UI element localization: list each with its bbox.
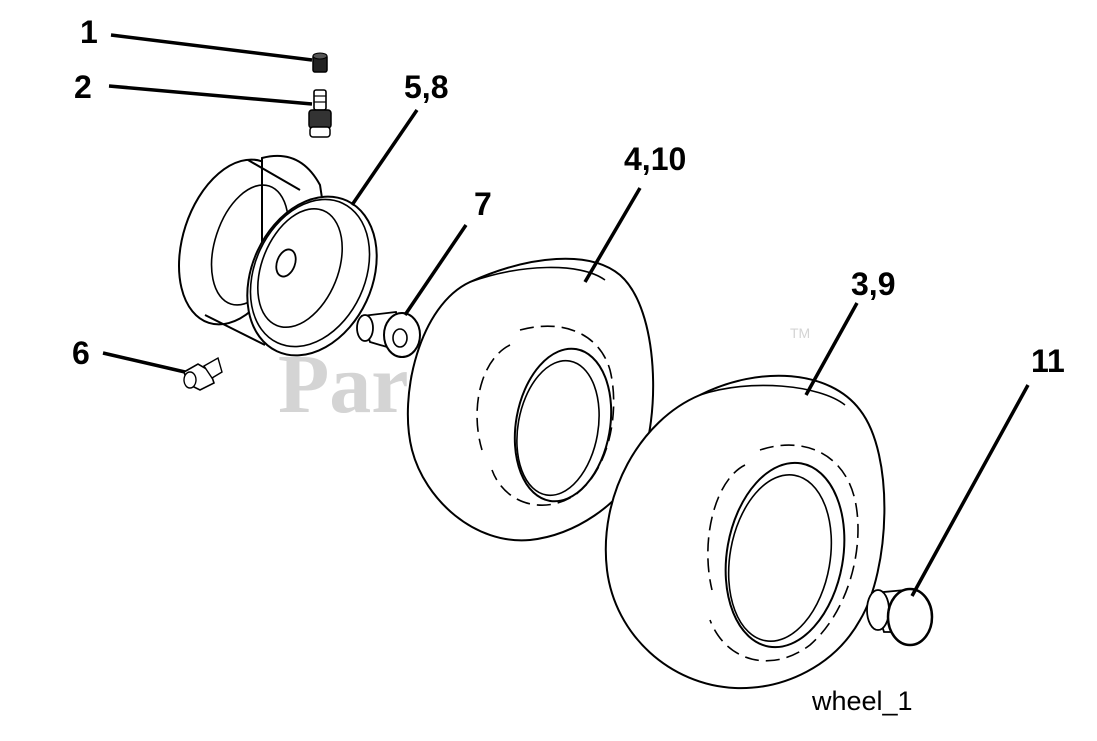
callout-11: 11 <box>1031 343 1065 379</box>
callout-2: 2 <box>74 69 92 105</box>
part-tire-front <box>406 257 655 542</box>
part-bushing <box>356 311 421 358</box>
diagram-caption: wheel_1 <box>811 686 913 716</box>
part-hub-cap <box>866 587 934 647</box>
callouts: 1 2 5,8 7 4,10 3,9 11 6 <box>72 14 1065 379</box>
part-tire-rear <box>604 374 886 690</box>
part-valve-cap <box>312 52 328 73</box>
callout-7: 7 <box>474 186 492 222</box>
leader-lines <box>102 33 1030 597</box>
callout-5-8: 5,8 <box>404 69 448 105</box>
callout-3-9: 3,9 <box>851 266 895 302</box>
callout-6: 6 <box>72 335 90 371</box>
part-valve-stem <box>308 89 332 138</box>
part-grease-fitting <box>183 356 223 391</box>
callout-4-10: 4,10 <box>624 141 686 177</box>
watermark-trademark: TM <box>790 325 810 341</box>
part-wheel-rim <box>178 154 378 357</box>
callout-1: 1 <box>80 14 98 50</box>
